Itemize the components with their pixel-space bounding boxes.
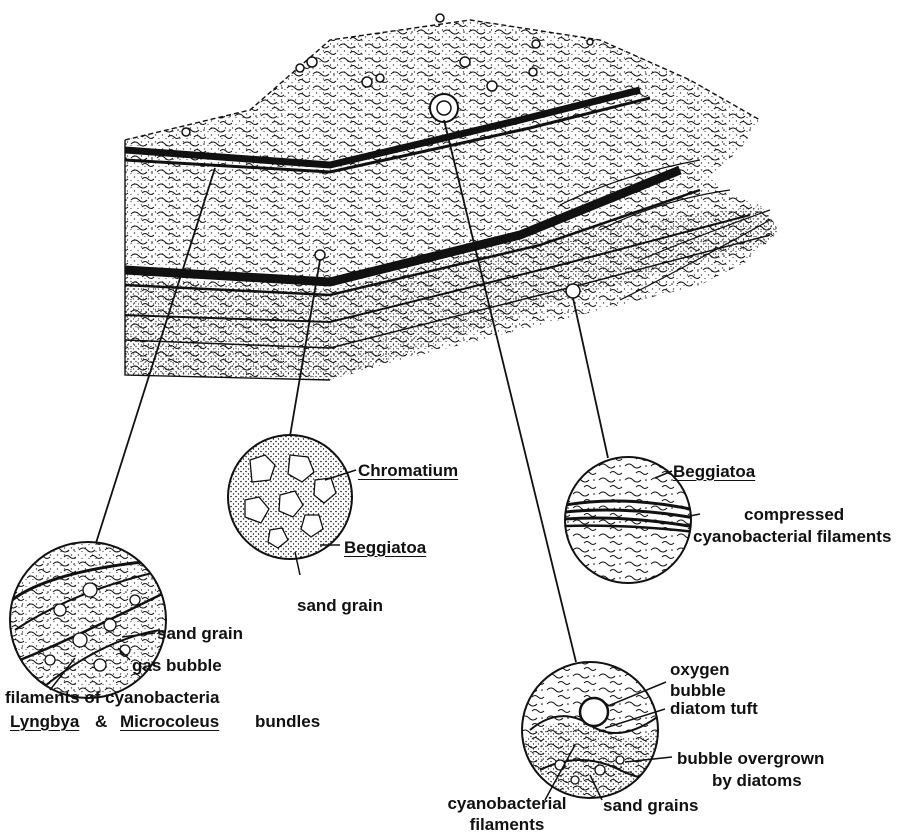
label-compressed: compressed xyxy=(744,505,844,524)
label-filaments: filaments xyxy=(442,815,572,834)
label-microcoleus: Microcoleus xyxy=(120,712,219,731)
label-sand-grain-mid: sand grain xyxy=(297,596,383,615)
label-gas-bubble: gas bubble xyxy=(132,656,222,675)
mat-block xyxy=(100,0,820,400)
label-chromatium: Chromatium xyxy=(358,461,458,480)
label-bundles: bundles xyxy=(255,712,320,731)
magnified-circle-filaments xyxy=(0,540,180,700)
label-sand-grain-left: sand grain xyxy=(157,624,243,643)
label-beggiatoa-right: Beggiatoa xyxy=(673,462,755,481)
label-diatom-tuft: diatom tuft xyxy=(670,699,758,718)
label-bubble-overgrown: bubble overgrown xyxy=(677,749,824,768)
label-ampersand: & xyxy=(95,712,107,731)
label-cyanobacterial-filaments-right: cyanobacterial filaments xyxy=(693,527,891,546)
magnified-circle-oxygen-bubble xyxy=(520,660,672,800)
label-lyngbya: Lyngbya xyxy=(10,712,79,731)
label-by-diatoms: by diatoms xyxy=(712,771,802,790)
label-bubble: bubble xyxy=(670,681,726,700)
label-oxygen: oxygen xyxy=(670,660,730,679)
magnified-circle-chromatium xyxy=(220,430,360,575)
label-sand-grains: sand grains xyxy=(603,796,698,815)
label-beggiatoa-mid: Beggiatoa xyxy=(344,538,426,557)
label-cyanobacterial: cyanobacterial xyxy=(442,794,572,813)
label-filaments-of-cyanobacteria: filaments of cyanobacteria xyxy=(5,688,219,707)
